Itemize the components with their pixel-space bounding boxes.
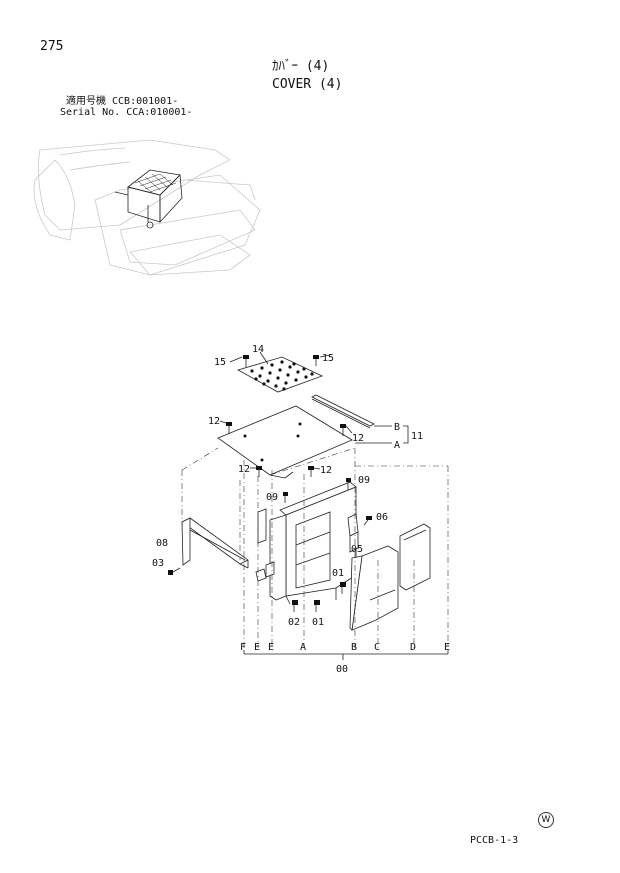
callout-01-b: 01 (312, 617, 324, 628)
bolt-01-b (314, 600, 320, 612)
assembly-ref-00: 00 (336, 664, 348, 675)
cover-box-body (269, 481, 357, 605)
bolt-09-top (346, 478, 351, 490)
ref-letter-E-2: E (268, 642, 274, 653)
document-code: PCCB-1-3 (470, 835, 519, 846)
ref-letter-C: C (374, 642, 380, 653)
end-cover-C (349, 545, 399, 631)
bolt-12-b (340, 424, 346, 436)
callout-12-a: 12 (208, 416, 220, 427)
title-english: COVER (4) (272, 77, 343, 92)
callout-14: 14 (252, 344, 264, 355)
alignment-lines (181, 447, 449, 648)
serial-line-2: Serial No. CCA:010001- (60, 107, 193, 118)
page-number: 275 (40, 39, 64, 54)
bolt-09-mid (283, 492, 288, 503)
title-japanese: ｶﾊﾞｰ (4) (272, 59, 330, 74)
assembly-bracket (243, 650, 449, 660)
callout-09-top: 09 (358, 475, 370, 486)
side-panel-08 (181, 517, 249, 569)
location-thumbnail (33, 139, 261, 276)
callout-A-top: A (394, 440, 400, 451)
bolt-12-a (226, 422, 232, 434)
side-panel-D (399, 523, 431, 591)
callout-11: 11 (411, 431, 423, 442)
callout-08: 08 (156, 538, 168, 549)
ref-letter-A: A (300, 642, 306, 653)
ref-letter-D: D (410, 642, 416, 653)
callout-12-c: 12 (238, 464, 250, 475)
bolt-15-left (243, 355, 249, 367)
callout-B-top: B (394, 422, 400, 433)
bracket-05-06 (347, 513, 359, 553)
small-plate-left (255, 508, 275, 582)
bolt-03 (168, 567, 181, 575)
perforated-panel-14 (236, 356, 324, 393)
serial-line-1: 適用号機 CCB:001001- (66, 96, 179, 107)
callout-15-left: 15 (214, 357, 226, 368)
bolt-01-a (340, 582, 346, 594)
callout-01-a: 01 (332, 568, 344, 579)
bolt-15-right (313, 355, 319, 366)
bolt-12-d (308, 466, 314, 477)
top-cover-plate (217, 405, 353, 479)
bolt-02 (292, 600, 298, 612)
bolt-06 (363, 516, 372, 526)
callout-02: 02 (288, 617, 300, 628)
callout-05: 05 (351, 544, 363, 555)
callout-12-b: 12 (352, 433, 364, 444)
bolt-12-c (256, 466, 262, 477)
callout-03: 03 (152, 558, 164, 569)
ref-letter-E-3: E (444, 642, 450, 653)
thumbnail-cover-highlight (114, 169, 183, 229)
ref-letter-B: B (351, 642, 357, 653)
callout-09-mid: 09 (266, 492, 278, 503)
ref-letter-F: F (240, 642, 246, 653)
w-mark: W (538, 812, 554, 828)
seal-strip-11 (311, 394, 375, 429)
callout-12-d: 12 (320, 465, 332, 476)
callout-06: 06 (376, 512, 388, 523)
callout-15-right: 15 (322, 353, 334, 364)
ref-letter-E-1: E (254, 642, 260, 653)
